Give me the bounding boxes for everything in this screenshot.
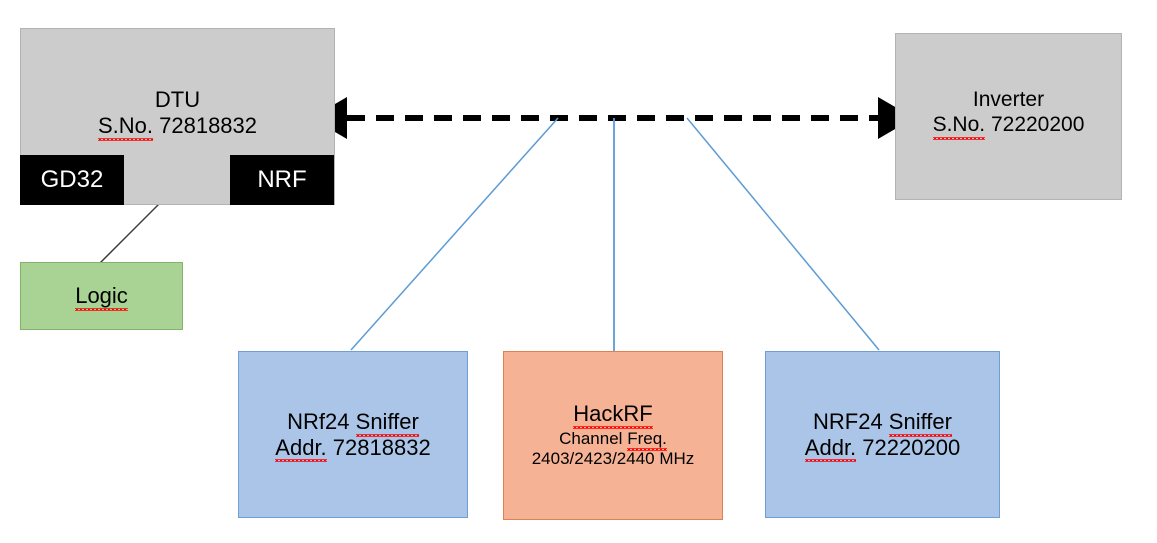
- node-sniffer-left-addr-prefix: Addr.: [275, 434, 328, 463]
- node-hackrf-channel-word: Freq.: [627, 429, 667, 452]
- node-sniffer-left[interactable]: NRf24 Sniffer Addr. 72818832: [238, 351, 468, 518]
- node-inverter-serial-value: 72220200: [990, 112, 1085, 136]
- connector-link-sniffer-right: [686, 117, 880, 351]
- node-sniffer-right-addr: Addr. 72220200: [804, 434, 961, 463]
- node-nrf-label: NRF: [257, 166, 307, 193]
- node-sniffer-right-title: NRF24 Sniffer: [813, 408, 953, 437]
- node-hackrf-title-word: HackRF: [573, 401, 654, 430]
- connector-link-sniffer-left: [350, 117, 559, 351]
- node-hackrf-channel-label: Channel Freq.: [559, 429, 667, 452]
- node-inverter-serial-prefix: S.No.: [932, 112, 986, 140]
- node-dtu-title: DTU: [154, 87, 201, 112]
- node-hackrf-title: HackRF: [573, 401, 654, 430]
- node-sniffer-right[interactable]: NRF24 Sniffer Addr. 72220200: [765, 351, 1000, 518]
- node-dtu-serial-value: 72818832: [159, 112, 258, 138]
- node-logic[interactable]: Logic: [20, 262, 183, 330]
- node-sniffer-left-title: NRf24 Sniffer: [287, 408, 420, 437]
- node-nrf[interactable]: NRF: [230, 155, 334, 205]
- node-hackrf-channel-freqs: 2403/2423/2440 MHz: [531, 449, 695, 469]
- node-sniffer-left-addr: Addr. 72818832: [275, 434, 431, 463]
- node-inverter-title: Inverter: [972, 88, 1045, 111]
- node-sniffer-right-title-word: Sniffer: [888, 408, 953, 437]
- node-sniffer-right-addr-value: 72220200: [862, 434, 961, 460]
- node-inverter[interactable]: Inverter S.No. 72220200: [895, 33, 1122, 200]
- node-sniffer-right-addr-prefix: Addr.: [804, 434, 857, 463]
- node-sniffer-left-title-word: Sniffer: [355, 408, 420, 437]
- node-dtu-serial: S.No. 72818832: [97, 112, 258, 141]
- node-sniffer-left-addr-value: 72818832: [332, 434, 431, 460]
- node-gd32-label: GD32: [40, 166, 104, 193]
- node-inverter-serial: S.No. 72220200: [932, 112, 1085, 140]
- node-dtu-serial-prefix: S.No.: [97, 112, 154, 141]
- node-gd32[interactable]: GD32: [20, 155, 124, 205]
- node-hackrf[interactable]: HackRF Channel Freq. 2403/2423/2440 MHz: [503, 351, 723, 520]
- node-logic-label: Logic: [75, 283, 128, 311]
